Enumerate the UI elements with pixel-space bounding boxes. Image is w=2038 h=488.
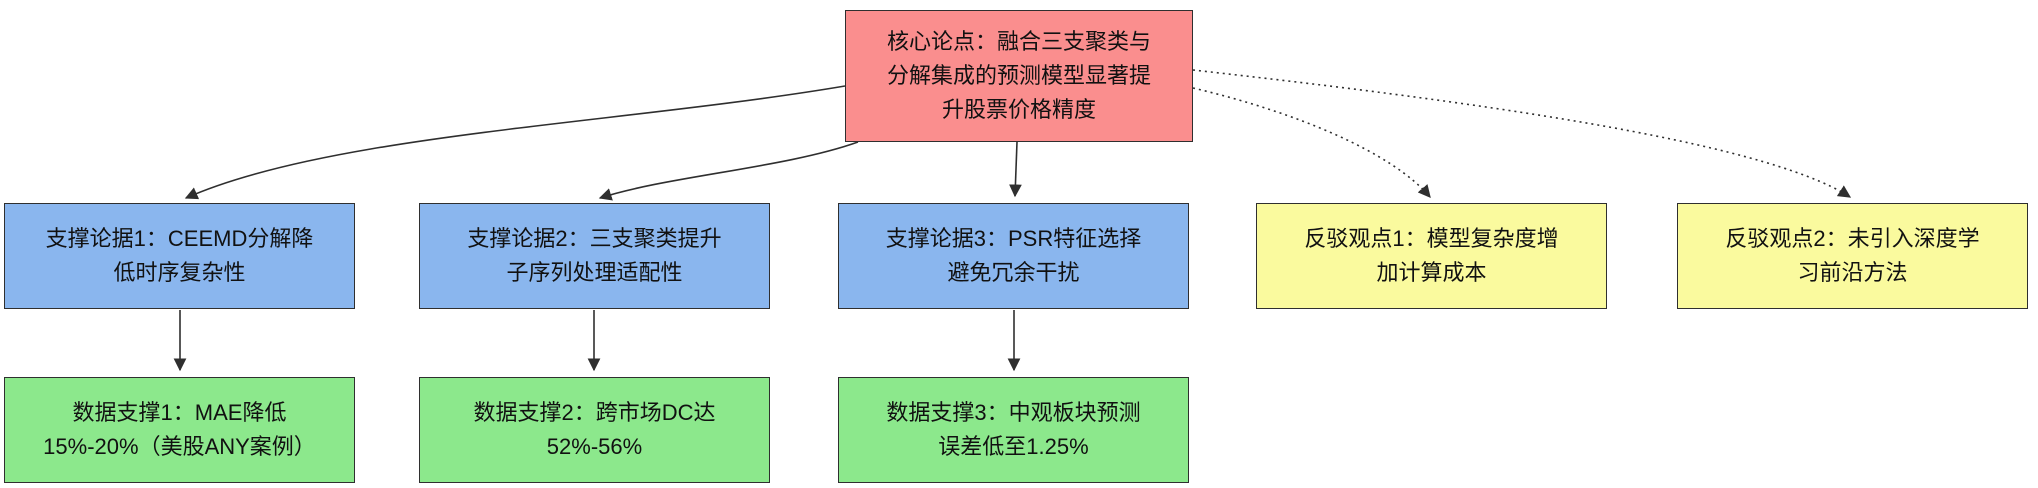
node-counter-1: 反驳观点1：模型复杂度增加计算成本 bbox=[1256, 203, 1607, 309]
node-counter-2-label: 反驳观点2：未引入深度学习前沿方法 bbox=[1725, 225, 1980, 285]
node-counter-2: 反驳观点2：未引入深度学习前沿方法 bbox=[1677, 203, 2028, 309]
node-core-claim: 核心论点：融合三支聚类与分解集成的预测模型显著提升股票价格精度 bbox=[845, 10, 1193, 142]
edge-core-to-counter-1 bbox=[1192, 87, 1431, 198]
node-evidence-1-label: 数据支撑1：MAE降低15%-20%（美股ANY案例） bbox=[43, 399, 316, 459]
node-evidence-2-label: 数据支撑2：跨市场DC达52%-56% bbox=[473, 399, 716, 459]
node-support-1-label: 支撑论据1：CEEMD分解降低时序复杂性 bbox=[45, 225, 314, 285]
node-support-2-label: 支撑论据2：三支聚类提升子序列处理适配性 bbox=[467, 225, 722, 285]
node-evidence-3-label: 数据支撑3：中观板块预测误差低至1.25% bbox=[886, 399, 1141, 459]
edge-core-to-counter-2 bbox=[1192, 69, 1852, 198]
edge-core-to-support-1 bbox=[184, 85, 846, 200]
node-core-claim-label: 核心论点：融合三支聚类与分解集成的预测模型显著提升股票价格精度 bbox=[886, 28, 1151, 123]
edge-core-to-support-2 bbox=[598, 141, 859, 201]
node-support-2: 支撑论据2：三支聚类提升子序列处理适配性 bbox=[419, 203, 770, 309]
edge-core-to-support-3 bbox=[1009, 141, 1022, 198]
node-support-3: 支撑论据3：PSR特征选择避免冗余干扰 bbox=[838, 203, 1189, 309]
node-evidence-2: 数据支撑2：跨市场DC达52%-56% bbox=[419, 377, 770, 483]
node-counter-1-label: 反驳观点1：模型复杂度增加计算成本 bbox=[1304, 225, 1559, 285]
node-evidence-1: 数据支撑1：MAE降低15%-20%（美股ANY案例） bbox=[4, 377, 355, 483]
node-support-1: 支撑论据1：CEEMD分解降低时序复杂性 bbox=[4, 203, 355, 309]
node-evidence-3: 数据支撑3：中观板块预测误差低至1.25% bbox=[838, 377, 1189, 483]
node-support-3-label: 支撑论据3：PSR特征选择避免冗余干扰 bbox=[885, 225, 1142, 285]
